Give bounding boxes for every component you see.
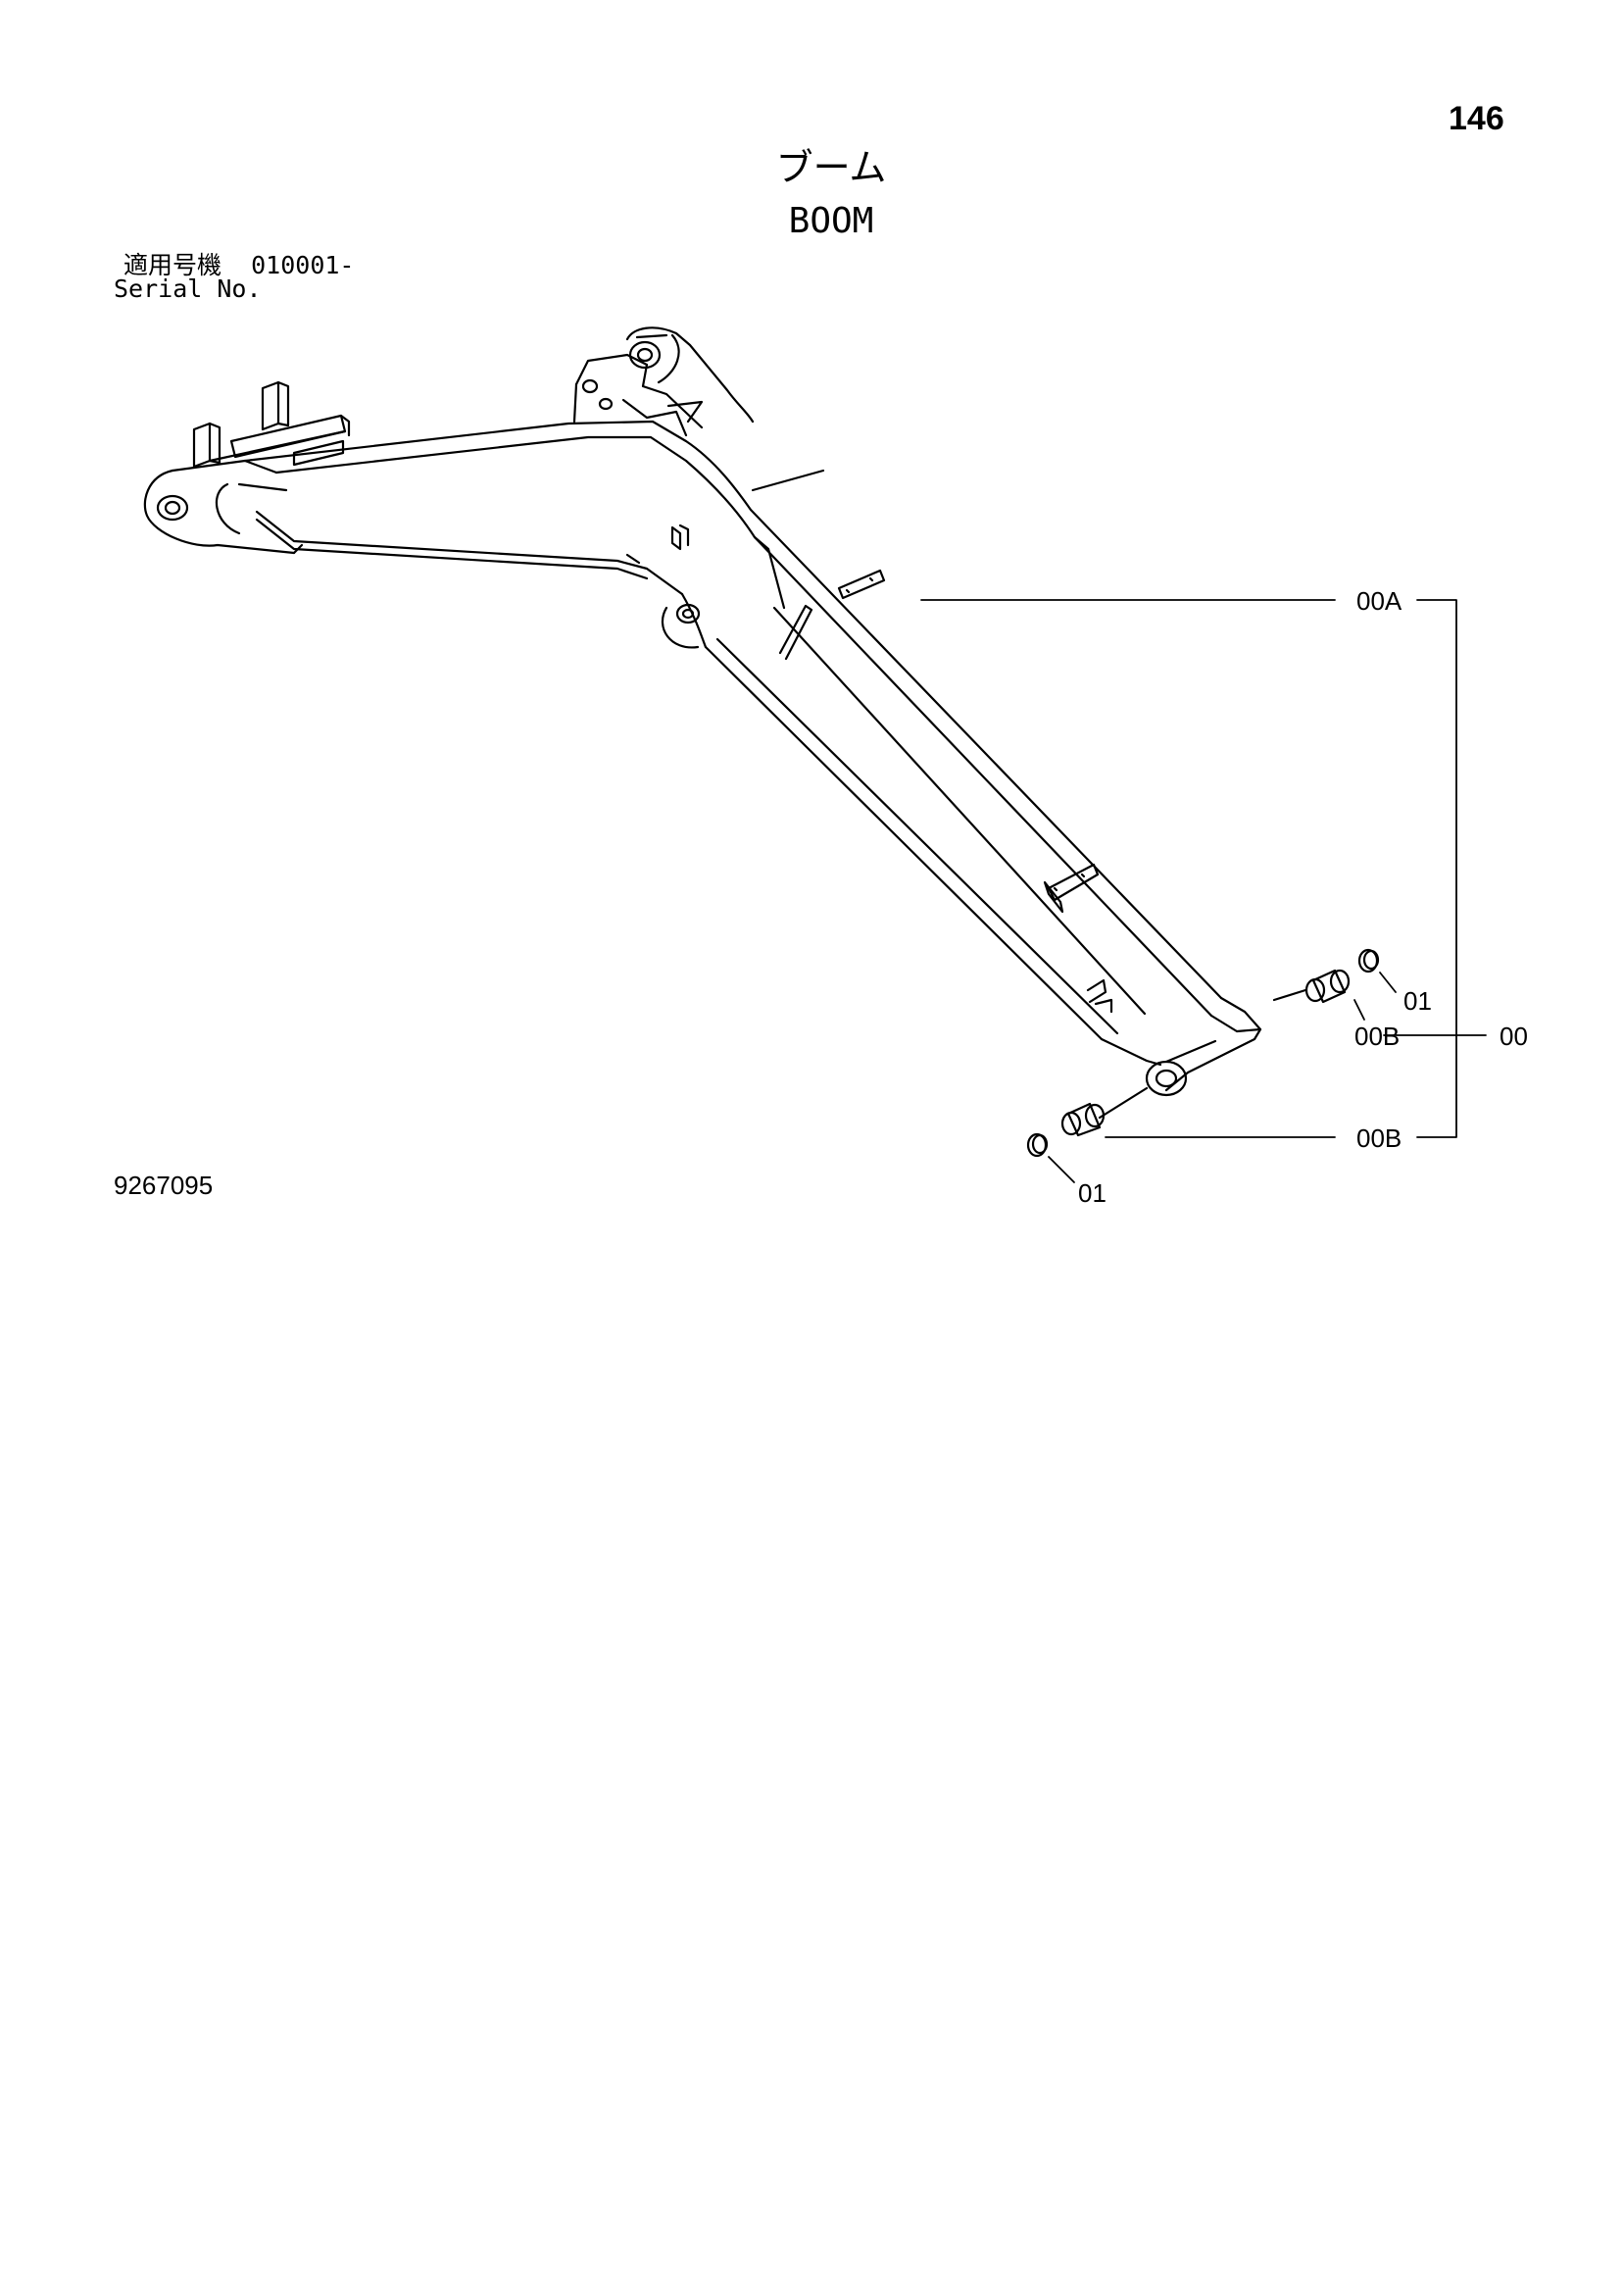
ring-right (1357, 948, 1380, 973)
title-english: BOOM (788, 201, 874, 241)
callout-00a: 00A (1356, 586, 1402, 616)
boom-foot (143, 459, 304, 555)
serial-line-japanese: 適用号機 010001- (123, 253, 354, 277)
bushing-left (1060, 1086, 1149, 1137)
callout-01-left: 01 (1078, 1178, 1107, 1208)
leader-lines (920, 599, 1487, 1183)
title-japanese: ブーム (775, 146, 887, 189)
callout-01-right: 01 (1403, 986, 1432, 1016)
boom-body (243, 420, 1223, 1041)
boom-arm-end (1100, 996, 1262, 1097)
foot-bracket (192, 380, 351, 469)
page-number: 146 (1449, 100, 1504, 137)
serial-label-japanese: 適用号機 (123, 251, 222, 279)
bushing-right (1272, 969, 1351, 1004)
ring-left (1026, 1132, 1049, 1158)
callout-00b-left: 00B (1356, 1123, 1402, 1153)
callout-00: 00 (1500, 1022, 1528, 1051)
callout-00b-right: 00B (1354, 1022, 1400, 1051)
serial-value: 010001- (251, 251, 355, 279)
drawing-number: 9267095 (114, 1171, 214, 1200)
serial-label-english: Serial No. (114, 275, 262, 303)
arm-cylinder-bracket (572, 326, 755, 437)
